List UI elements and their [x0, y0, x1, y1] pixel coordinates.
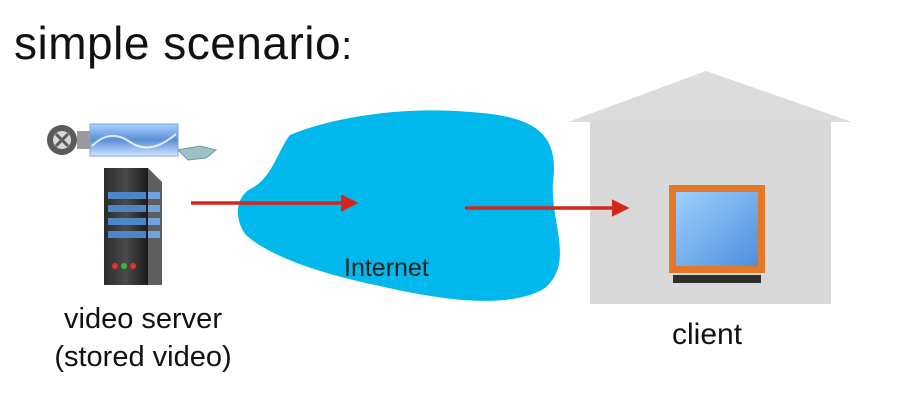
video-server-label-line1: video server	[64, 303, 222, 335]
client-label: client	[672, 318, 743, 351]
video-server-label-line2: (stored video)	[54, 341, 232, 373]
slide-title-text: simple scenario	[14, 17, 342, 69]
internet-label: Internet	[344, 254, 429, 282]
video-server-icon	[104, 168, 162, 285]
video-reel-icon	[47, 123, 218, 161]
client-monitor-icon	[669, 185, 765, 283]
video-server-label: video server (stored video)	[18, 300, 268, 376]
slide-title: simple scenario:	[14, 16, 353, 70]
internet-cloud	[237, 110, 560, 301]
slide-title-colon: :	[341, 24, 353, 68]
